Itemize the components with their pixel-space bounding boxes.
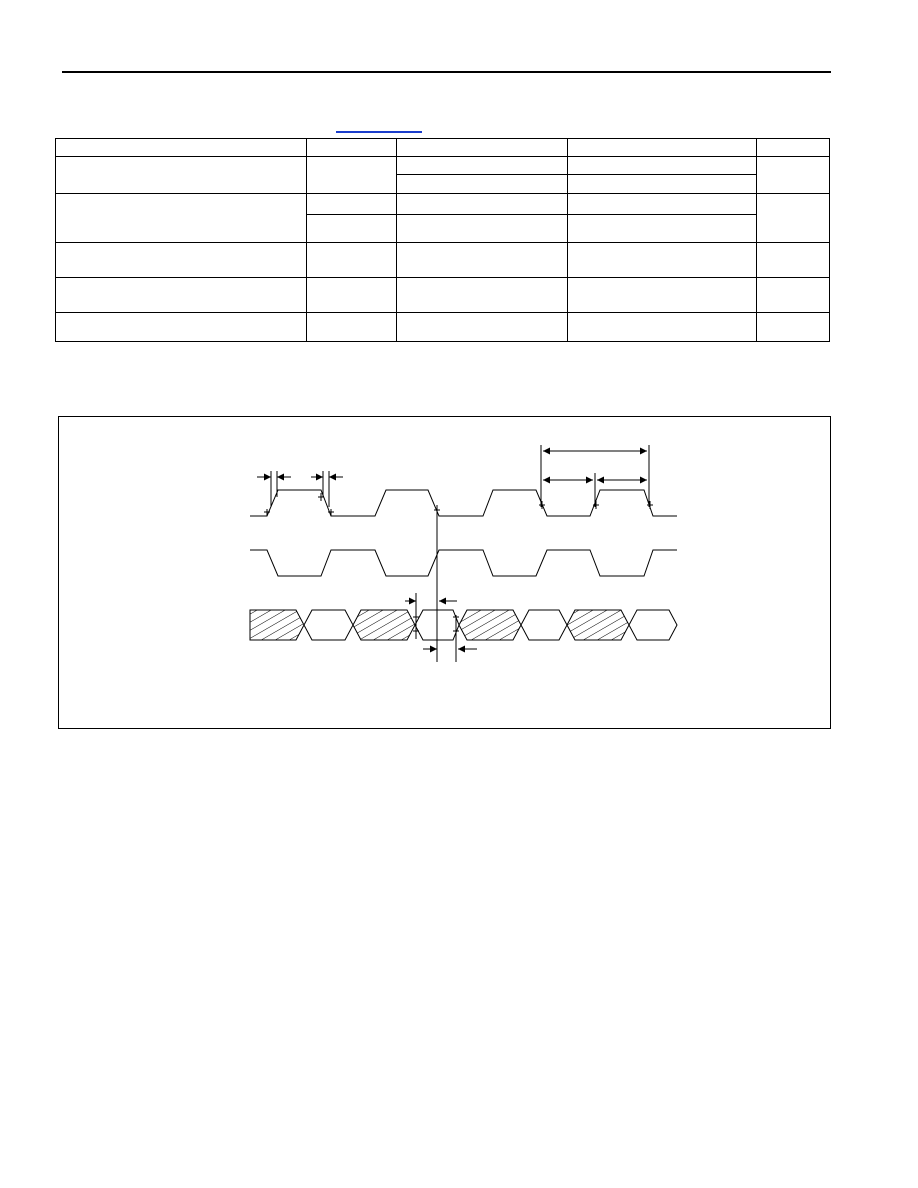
table-cell (396, 242, 568, 278)
setup-hold-dimensions (405, 516, 477, 662)
table-row (55, 156, 830, 194)
data-valid-segment (520, 609, 568, 641)
table-cell (306, 277, 397, 313)
table-cell (55, 193, 307, 243)
table-cell (396, 156, 568, 175)
period-dimensions (540, 445, 650, 507)
reference-link[interactable] (336, 117, 422, 133)
table-row (55, 193, 830, 243)
table-cell (55, 138, 307, 157)
table-cell (396, 193, 568, 215)
table-cell (756, 193, 830, 243)
table-row (56, 174, 830, 194)
table-cell (55, 277, 307, 313)
table-cell (55, 242, 307, 278)
spec-table (55, 138, 830, 342)
table-cell (306, 138, 397, 157)
table-header-row (55, 138, 830, 157)
clock-inverted-waveform (250, 549, 677, 577)
timing-diagram-frame (58, 416, 831, 729)
table-cell (396, 174, 568, 194)
table-cell (396, 312, 568, 342)
table-cell (396, 214, 568, 243)
data-invalid-segment (249, 609, 305, 641)
timing-diagram (249, 445, 678, 662)
table-cell (306, 214, 397, 243)
table-cell (756, 277, 830, 313)
table-cell (567, 242, 757, 278)
table-cell (567, 312, 757, 342)
table-cell (567, 277, 757, 313)
table-cell (567, 174, 757, 194)
table-cell (756, 156, 830, 194)
data-invalid-segment (458, 609, 522, 641)
data-bus (249, 609, 678, 641)
table-cell (306, 242, 397, 278)
edge-ticks (264, 493, 653, 516)
table-cell (756, 138, 830, 157)
data-valid-segment (628, 609, 678, 641)
table-row (55, 242, 830, 278)
header-rule (62, 71, 831, 73)
table-cell (306, 156, 397, 194)
table-row (55, 277, 830, 313)
table-cell (756, 242, 830, 278)
table-cell (306, 193, 397, 215)
table-cell (396, 138, 568, 157)
table-cell (55, 312, 307, 342)
table-cell (306, 312, 397, 342)
table-cell (567, 138, 757, 157)
data-invalid-segment (352, 609, 416, 641)
table-cell (567, 214, 757, 243)
data-invalid-segment (566, 609, 630, 641)
table-cell (55, 156, 307, 194)
data-valid-segment (303, 609, 354, 641)
table-cell (756, 312, 830, 342)
rise-fall-dimensions (257, 471, 343, 507)
table-cell (567, 193, 757, 215)
table-row (55, 312, 830, 342)
clock-waveform (250, 489, 677, 517)
table-cell (567, 156, 757, 175)
table-cell (396, 277, 568, 313)
